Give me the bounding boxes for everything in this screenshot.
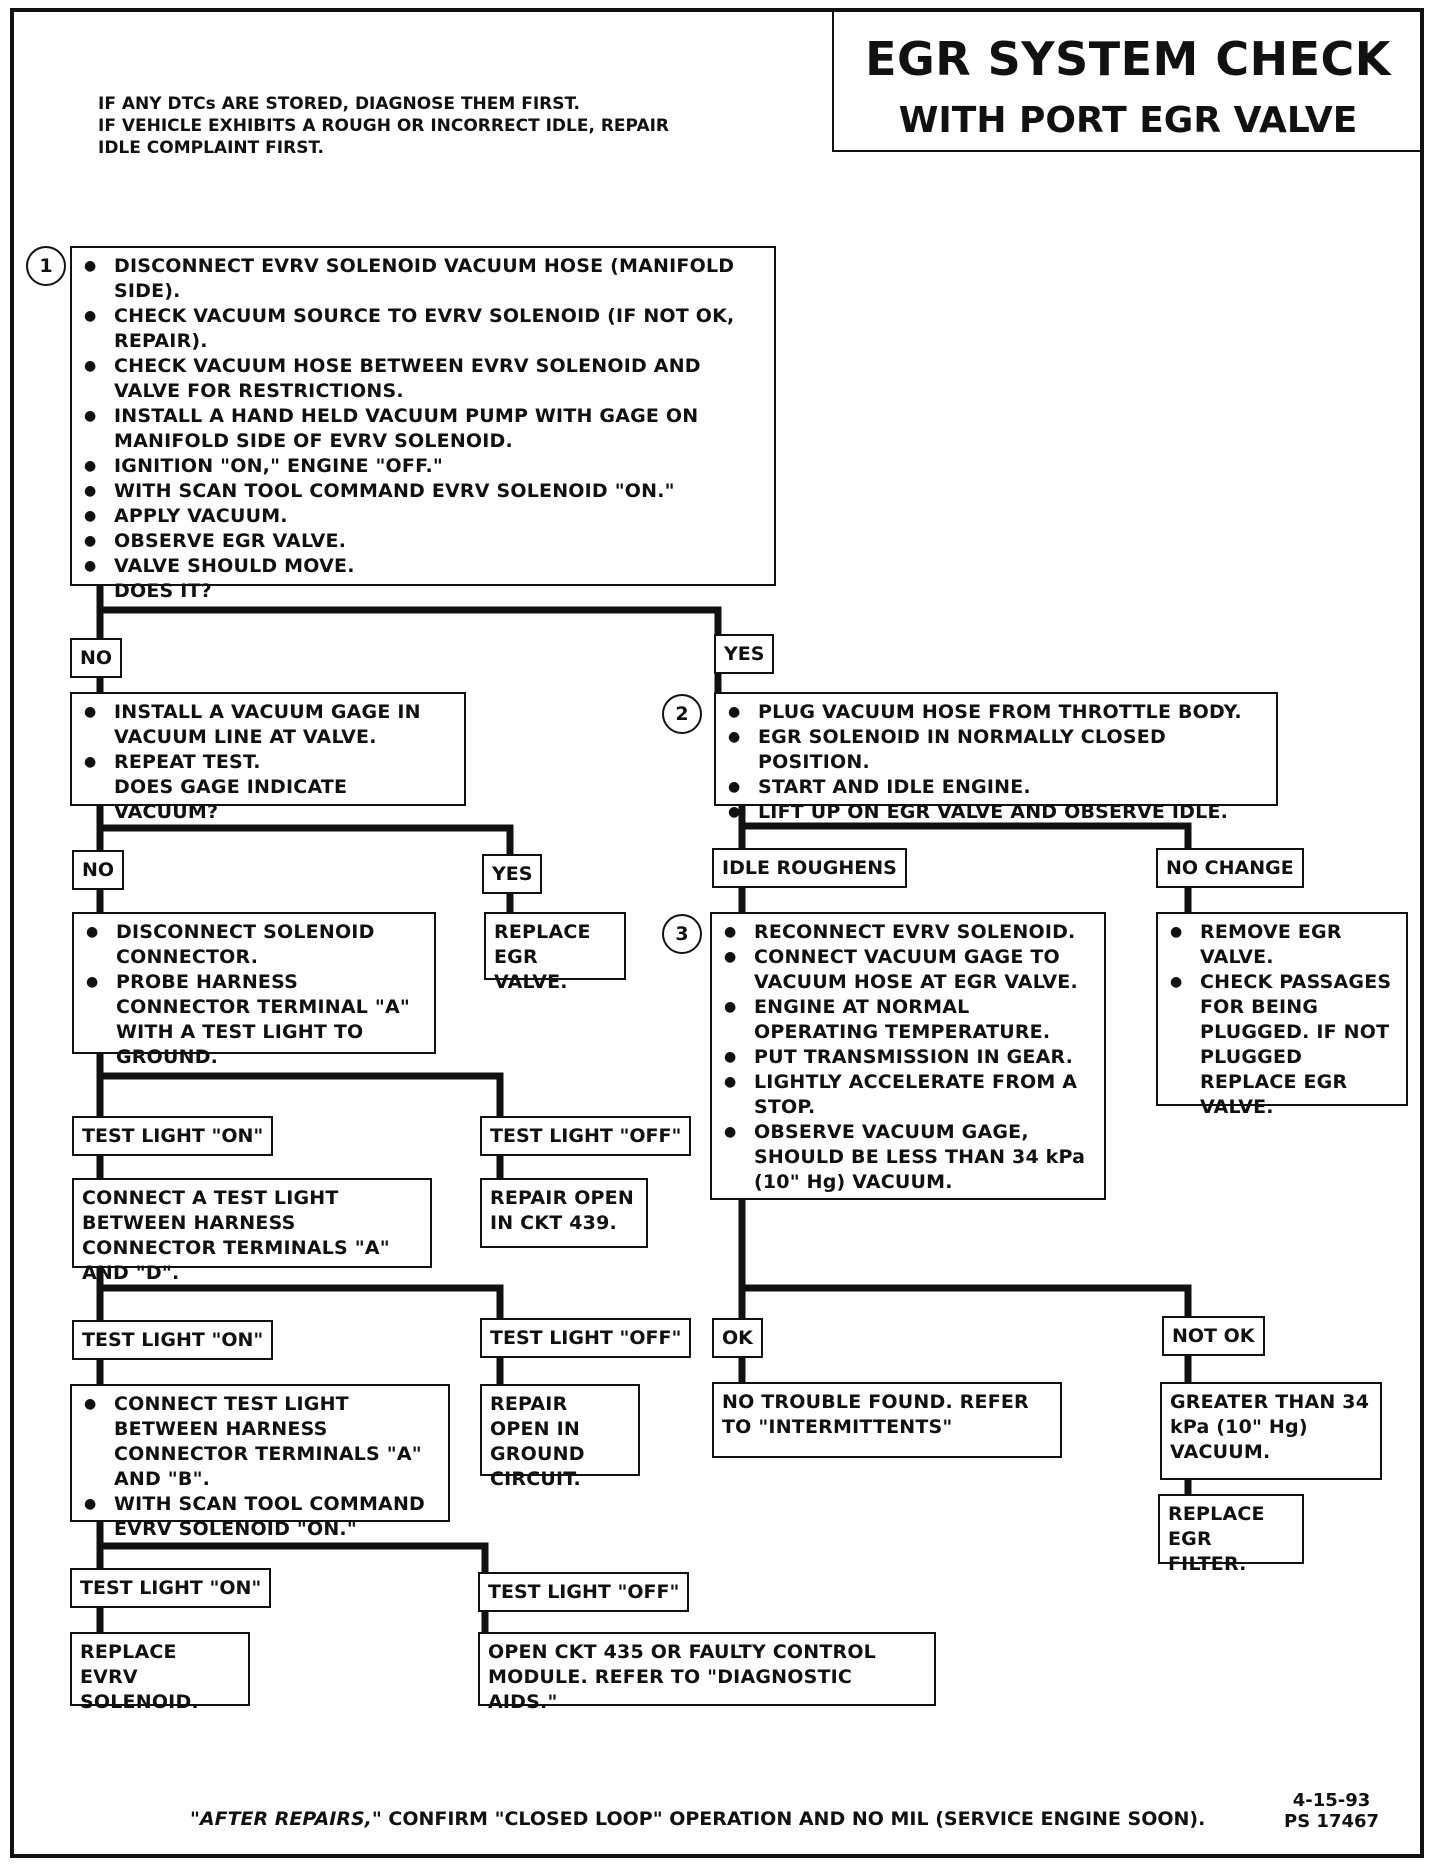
replace-egr-valve-box: REPLACE EGR VALVE.: [484, 912, 626, 993]
test-light-ab-item: WITH SCAN TOOL COMMAND EVRV SOLENOID "ON…: [78, 1492, 440, 1542]
label-yes: YES: [714, 634, 775, 674]
label-test-light-off: TEST LIGHT "OFF": [480, 1116, 692, 1156]
page-border: [10, 8, 1424, 1858]
test-light-ab-item: CONNECT TEST LIGHT BETWEEN HARNESS CONNE…: [78, 1392, 440, 1492]
step-1-question: DOES IT?: [114, 580, 212, 602]
step-3-item: CONNECT VACUUM GAGE TO VACUUM HOSE AT EG…: [718, 945, 1096, 995]
page-subtitle: WITH PORT EGR VALVE: [898, 100, 1358, 141]
disconnect-solenoid-item: DISCONNECT SOLENOID CONNECTOR.: [80, 920, 426, 970]
step-1-item: WITH SCAN TOOL COMMAND EVRV SOLENOID "ON…: [78, 479, 766, 504]
step-1-item: CHECK VACUUM SOURCE TO EVRV SOLENOID (IF…: [78, 304, 766, 354]
label-no: NO: [70, 638, 123, 678]
vacuum-gage-question: DOES GAGE INDICATE VACUUM?: [114, 776, 348, 823]
step-2-item: LIFT UP ON EGR VALVE AND OBSERVE IDLE.: [722, 800, 1268, 825]
label-ok: OK: [712, 1318, 763, 1358]
step-3-item: LIGHTLY ACCELERATE FROM A STOP.: [718, 1070, 1096, 1120]
step-3-item: RECONNECT EVRV SOLENOID.: [718, 920, 1096, 945]
page-title: EGR SYSTEM CHECK: [865, 32, 1391, 86]
step-1-item: DISCONNECT EVRV SOLENOID VACUUM HOSE (MA…: [78, 254, 766, 304]
disconnect-solenoid-box: DISCONNECT SOLENOID CONNECTOR. PROBE HAR…: [72, 912, 436, 1068]
preliminary-notes: IF ANY DTCs ARE STORED, DIAGNOSE THEM FI…: [98, 93, 669, 159]
pre-note: IF ANY DTCs ARE STORED, DIAGNOSE THEM FI…: [98, 94, 580, 114]
repair-ckt-439-box: REPAIR OPEN IN CKT 439.: [480, 1178, 648, 1248]
label-test-light-off: TEST LIGHT "OFF": [480, 1318, 692, 1358]
disconnect-solenoid-item: PROBE HARNESS CONNECTOR TERMINAL "A" WIT…: [80, 970, 426, 1070]
step-1-item: IGNITION "ON," ENGINE "OFF.": [78, 454, 766, 479]
pre-note: IF VEHICLE EXHIBITS A ROUGH OR INCORRECT…: [98, 116, 670, 136]
step-3-item: OBSERVE VACUUM GAGE, SHOULD BE LESS THAN…: [718, 1120, 1096, 1195]
label-idle-roughens: IDLE ROUGHENS: [712, 848, 907, 888]
test-light-ad-box: CONNECT A TEST LIGHT BETWEEN HARNESS CON…: [72, 1178, 432, 1284]
document-ps-number: PS 17467: [1284, 1811, 1380, 1832]
step-1-item: OBSERVE EGR VALVE.: [78, 529, 766, 554]
step-3-item: PUT TRANSMISSION IN GEAR.: [718, 1045, 1096, 1070]
label-test-light-on: TEST LIGHT "ON": [72, 1320, 274, 1360]
step-3-box: RECONNECT EVRV SOLENOID. CONNECT VACUUM …: [710, 912, 1106, 1200]
connector-gage-split: [96, 802, 514, 860]
label-test-light-on: TEST LIGHT "ON": [70, 1568, 272, 1608]
connector-s1-split: [96, 582, 722, 640]
open-ckt-435-box: OPEN CKT 435 OR FAULTY CONTROL MODULE. R…: [478, 1632, 936, 1713]
test-light-ab-box: CONNECT TEST LIGHT BETWEEN HARNESS CONNE…: [70, 1384, 450, 1540]
remove-egr-item: REMOVE EGR VALVE.: [1164, 920, 1398, 970]
step-3-marker: 3: [662, 914, 702, 954]
replace-egr-filter-box: REPLACE EGR FILTER.: [1158, 1494, 1304, 1575]
replace-evrv-solenoid-box: REPLACE EVRV SOLENOID.: [70, 1632, 250, 1713]
repair-ground-circuit-box: REPAIR OPEN IN GROUND CIRCUIT.: [480, 1384, 640, 1490]
step-2-item: EGR SOLENOID IN NORMALLY CLOSED POSITION…: [722, 725, 1268, 775]
label-not-ok: NOT OK: [1162, 1316, 1265, 1356]
connector-cd-split: [96, 1264, 504, 1324]
label-test-light-on: TEST LIGHT "ON": [72, 1116, 274, 1156]
step-3-item: ENGINE AT NORMAL OPERATING TEMPERATURE.: [718, 995, 1096, 1045]
step-2-item: PLUG VACUUM HOSE FROM THROTTLE BODY.: [722, 700, 1268, 725]
step-1-item: VALVE SHOULD MOVE.: [78, 554, 766, 579]
step-2-marker: 2: [662, 694, 702, 734]
label-no-change: NO CHANGE: [1156, 848, 1304, 888]
step-1-item: INSTALL A HAND HELD VACUUM PUMP WITH GAG…: [78, 404, 766, 454]
no-trouble-found-box: NO TROUBLE FOUND. REFER TO "INTERMITTENT…: [712, 1382, 1062, 1458]
vacuum-gage-box: INSTALL A VACUUM GAGE IN VACUUM LINE AT …: [70, 692, 466, 823]
step-1-item: APPLY VACUUM.: [78, 504, 766, 529]
step-2-item: START AND IDLE ENGINE.: [722, 775, 1268, 800]
remove-egr-valve-box: REMOVE EGR VALVE. CHECK PASSAGES FOR BEI…: [1156, 912, 1408, 1118]
document-id: 4-15-93 PS 17467: [1284, 1790, 1379, 1832]
step-2-box: PLUG VACUUM HOSE FROM THROTTLE BODY. EGR…: [714, 692, 1278, 825]
label-no: NO: [72, 850, 125, 890]
label-test-light-off: TEST LIGHT "OFF": [478, 1572, 690, 1612]
vacuum-gage-item: INSTALL A VACUUM GAGE IN VACUUM LINE AT …: [78, 700, 456, 750]
connector-s3-split: [738, 1196, 1192, 1324]
after-repairs-emphasis: "AFTER REPAIRS,": [190, 1808, 382, 1830]
label-yes: YES: [482, 854, 543, 894]
remove-egr-item: CHECK PASSAGES FOR BEING PLUGGED. IF NOT…: [1164, 970, 1398, 1120]
step-1-box: DISCONNECT EVRV SOLENOID VACUUM HOSE (MA…: [70, 246, 776, 602]
step-1-item: CHECK VACUUM HOSE BETWEEN EVRV SOLENOID …: [78, 354, 766, 404]
after-repairs-note: "AFTER REPAIRS," CONFIRM "CLOSED LOOP" O…: [190, 1808, 1205, 1830]
title-box: EGR SYSTEM CHECK WITH PORT EGR VALVE: [832, 12, 1422, 152]
document-date: 4-15-93: [1292, 1790, 1371, 1811]
vacuum-gage-item: REPEAT TEST.: [78, 750, 456, 775]
after-repairs-text: CONFIRM "CLOSED LOOP" OPERATION AND NO M…: [381, 1808, 1206, 1830]
greater-than-34kpa-box: GREATER THAN 34 kPa (10" Hg) VACUUM.: [1160, 1382, 1382, 1480]
pre-note: IDLE COMPLAINT FIRST.: [98, 138, 324, 158]
step-1-marker: 1: [26, 246, 66, 286]
